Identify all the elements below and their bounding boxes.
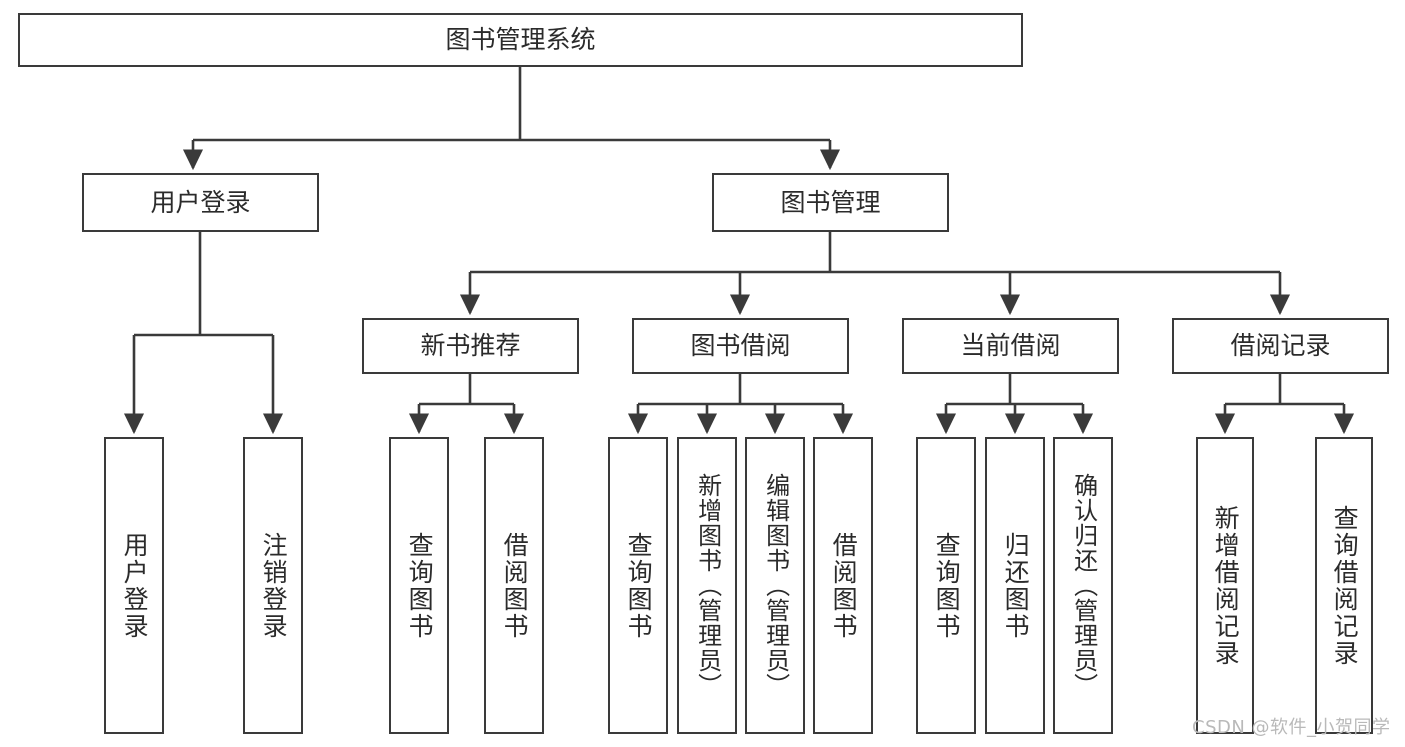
node-leaf-bb-add-book[interactable]: 新增图书（管理员） (677, 437, 737, 734)
node-root[interactable]: 图书管理系统 (18, 13, 1023, 67)
node-new-book-rec[interactable]: 新书推荐 (362, 318, 579, 374)
node-leaf-bb-borrow-book-label: 借阅图书 (829, 531, 859, 640)
node-leaf-bb-edit-book-label: 编辑图书（管理员） (761, 473, 790, 698)
node-leaf-bb-add-book-label: 新增图书（管理员） (693, 473, 722, 698)
node-leaf-br-add-record-label: 新增借阅记录 (1211, 504, 1241, 667)
node-leaf-cb-return-book-label: 归还图书 (1001, 531, 1031, 640)
node-leaf-nbr-query-book[interactable]: 查询图书 (389, 437, 449, 734)
node-leaf-user-logout-label: 注销登录 (259, 531, 289, 640)
node-current-borrow-label: 当前借阅 (960, 331, 1061, 361)
node-user-login-label: 用户登录 (150, 187, 251, 217)
node-borrow-record-label: 借阅记录 (1230, 331, 1331, 361)
node-leaf-bb-borrow-book[interactable]: 借阅图书 (813, 437, 873, 734)
node-leaf-user-logout[interactable]: 注销登录 (243, 437, 303, 734)
node-leaf-cb-confirm-return-label: 确认归还（管理员） (1069, 473, 1098, 698)
node-leaf-cb-query-book-label: 查询图书 (932, 531, 962, 640)
node-leaf-bb-query-book-label: 查询图书 (624, 531, 654, 640)
node-leaf-br-add-record[interactable]: 新增借阅记录 (1196, 437, 1254, 734)
node-leaf-cb-return-book[interactable]: 归还图书 (985, 437, 1045, 734)
node-leaf-cb-query-book[interactable]: 查询图书 (916, 437, 976, 734)
node-leaf-br-query-record-label: 查询借阅记录 (1330, 504, 1360, 667)
node-current-borrow[interactable]: 当前借阅 (902, 318, 1119, 374)
node-book-borrow[interactable]: 图书借阅 (632, 318, 849, 374)
node-leaf-user-login[interactable]: 用户登录 (104, 437, 164, 734)
node-new-book-rec-label: 新书推荐 (420, 331, 521, 361)
csdn-watermark: CSDN @软件_小贺同学 (1192, 717, 1391, 738)
node-borrow-record[interactable]: 借阅记录 (1172, 318, 1389, 374)
node-root-label: 图书管理系统 (445, 25, 596, 55)
node-leaf-user-login-label: 用户登录 (120, 531, 150, 640)
node-book-manage-label: 图书管理 (780, 187, 881, 217)
node-leaf-nbr-borrow-book-label: 借阅图书 (500, 531, 530, 640)
node-leaf-nbr-borrow-book[interactable]: 借阅图书 (484, 437, 544, 734)
node-leaf-bb-query-book[interactable]: 查询图书 (608, 437, 668, 734)
node-leaf-cb-confirm-return[interactable]: 确认归还（管理员） (1053, 437, 1113, 734)
node-user-login[interactable]: 用户登录 (82, 173, 319, 232)
node-leaf-bb-edit-book[interactable]: 编辑图书（管理员） (745, 437, 805, 734)
node-leaf-br-query-record[interactable]: 查询借阅记录 (1315, 437, 1373, 734)
node-book-manage[interactable]: 图书管理 (712, 173, 949, 232)
node-book-borrow-label: 图书借阅 (690, 331, 791, 361)
node-leaf-nbr-query-book-label: 查询图书 (405, 531, 435, 640)
